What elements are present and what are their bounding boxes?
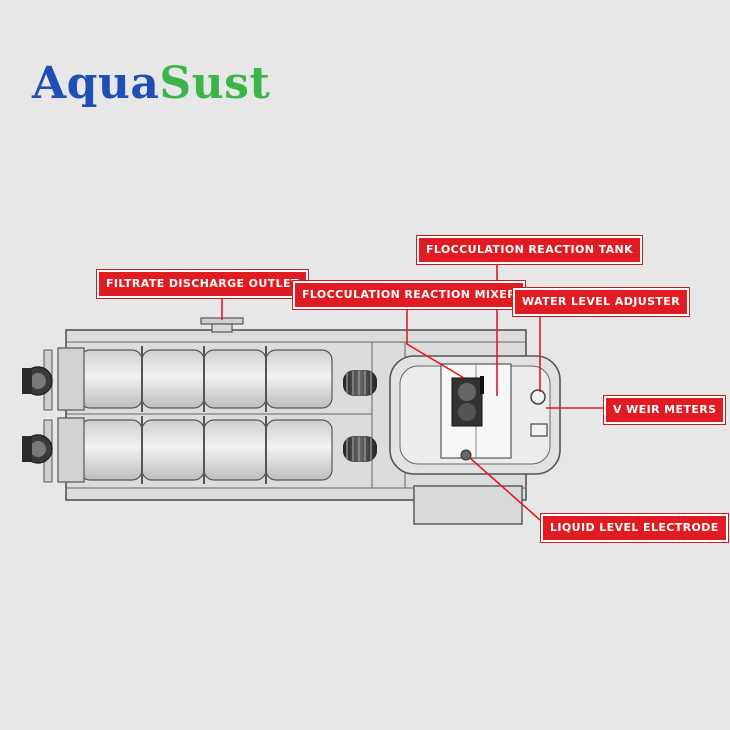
- v-weir-box: [530, 423, 548, 437]
- water-level-adjuster-knob: [530, 389, 546, 405]
- callout-label: LIQUID LEVEL ELECTRODE: [550, 521, 719, 534]
- callout-label: FLOCCULATION REACTION TANK: [426, 243, 634, 256]
- logo-part-aqua: Aqua: [32, 58, 160, 109]
- callout-filtrate-discharge-outlet: FILTRATE DISCHARGE OUTLET: [97, 270, 308, 298]
- callout-flocculation-reaction-tank: FLOCCULATION REACTION TANK: [417, 236, 643, 264]
- spring-coil-lower: [343, 436, 377, 462]
- callout-v-weir-meters: V WEIR METERS: [604, 396, 726, 424]
- callout-water-level-adjuster: WATER LEVEL ADJUSTER: [513, 288, 690, 316]
- callout-flocculation-reaction-mixer: FLOCCULATION REACTION MIXER: [293, 281, 526, 309]
- logo-part-sust: Sust: [159, 58, 271, 109]
- drive-motor-lower: [22, 434, 53, 464]
- callout-label: FILTRATE DISCHARGE OUTLET: [106, 277, 299, 290]
- callout-liquid-level-electrode: LIQUID LEVEL ELECTRODE: [541, 514, 728, 542]
- liquid-level-electrode-dot: [460, 449, 472, 461]
- callout-label: FLOCCULATION REACTION MIXER: [302, 288, 517, 301]
- spring-coil-upper: [343, 370, 377, 396]
- screw-drums-lower: [79, 416, 333, 484]
- sludge-discharge-box: [413, 485, 523, 525]
- screw-drums-upper: [79, 346, 333, 412]
- callout-label: WATER LEVEL ADJUSTER: [522, 295, 681, 308]
- flocculation-mixer: [451, 376, 484, 427]
- drive-motor-upper: [22, 366, 53, 396]
- aquasust-logo: AquaSust: [32, 62, 270, 106]
- callout-label: V WEIR METERS: [613, 403, 717, 416]
